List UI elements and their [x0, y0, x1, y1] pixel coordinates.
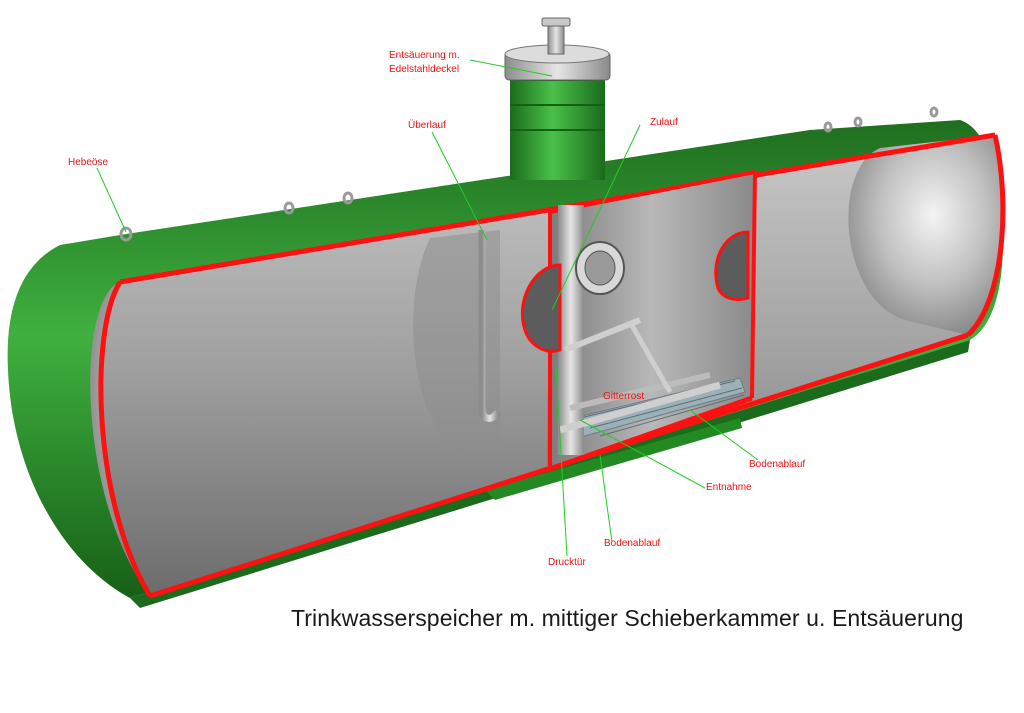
label-zulauf: Zulauf — [650, 117, 678, 128]
figure-caption: Trinkwasserspeicher m. mittiger Schieber… — [291, 605, 964, 631]
valve-chamber — [520, 170, 757, 473]
label-bodenablauf-right: Bodenablauf — [749, 459, 805, 470]
label-drucktuer: Drucktür — [548, 557, 586, 568]
leader-lines — [96, 59, 759, 557]
label-hebeoese: Hebeöse — [68, 157, 108, 168]
callout-labels: Entsäuerung m. Edelstahldeckel Überlauf … — [68, 50, 805, 568]
overflow-pipe — [478, 230, 501, 422]
label-gitterrost: Gitterrost — [603, 391, 644, 402]
label-bodenablauf-bottom: Bodenablauf — [604, 538, 660, 549]
label-ueberlauf: Überlauf — [408, 119, 446, 131]
label-entsaeuerung-line2: Edelstahldeckel — [389, 64, 459, 75]
label-entnahme: Entnahme — [706, 482, 752, 493]
lifting-eyes — [119, 106, 939, 242]
deacidification-column — [504, 17, 611, 180]
label-entsaeuerung-line1: Entsäuerung m. — [389, 50, 460, 61]
